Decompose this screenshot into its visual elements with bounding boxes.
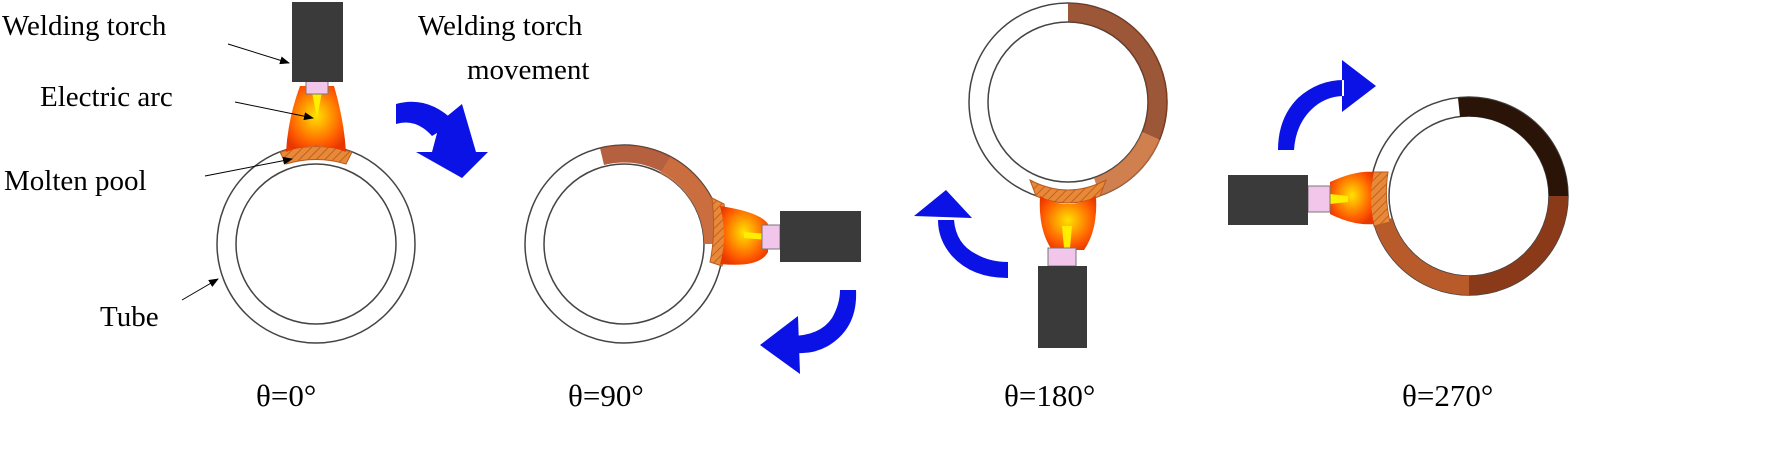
panel-90: θ=90° [524, 144, 861, 413]
label-electric-arc: Electric arc [40, 81, 173, 113]
curved-arrow-icon [914, 190, 1008, 278]
label-molten-pool: Molten pool [4, 165, 147, 197]
angle-label-180: θ=180° [1004, 378, 1095, 413]
electric-arc-icon [286, 86, 346, 152]
molten-pool [1029, 178, 1107, 204]
leader-molten-pool [204, 156, 293, 177]
tube-ring-icon [216, 144, 416, 344]
heated-band-light [1374, 218, 1469, 296]
nozzle [761, 224, 781, 250]
electric-arc-icon [1330, 171, 1374, 225]
angle-label-0: θ=0° [256, 378, 316, 413]
label-welding-torch: Welding torch [2, 10, 167, 42]
heated-band [1458, 97, 1568, 196]
leader-welding-torch [227, 43, 290, 65]
label-tube: Tube [100, 301, 159, 333]
heated-band-light [1094, 132, 1160, 196]
welding-torch-icon [292, 2, 343, 82]
heated-band-light [660, 157, 723, 244]
heated-band [1068, 2, 1168, 141]
curved-arrow-icon [1278, 60, 1376, 150]
arc-core [1330, 194, 1348, 204]
welding-torch-icon [1038, 266, 1087, 348]
leader-tube [181, 278, 219, 301]
angle-label-90: θ=90° [568, 378, 644, 413]
panel-270: θ=270° [1228, 60, 1569, 413]
panel-180: θ=180° [914, 2, 1168, 413]
arc-core [1062, 226, 1072, 248]
nozzle [1307, 185, 1331, 213]
label-torch-movement-1: Welding torch [418, 10, 583, 42]
panel-0: Welding torch Welding torch movement Ele… [2, 2, 589, 413]
curved-arrow-icon [760, 290, 857, 374]
arc-core [312, 92, 322, 118]
electric-arc-icon [1039, 196, 1097, 250]
nozzle [1047, 247, 1077, 267]
molten-pool [279, 146, 353, 165]
heated-band-mid [1469, 196, 1568, 295]
label-torch-movement-2: movement [467, 54, 589, 86]
nozzle [305, 79, 329, 95]
leader-electric-arc [234, 101, 314, 121]
curved-arrow-icon [396, 101, 488, 178]
welding-torch-icon [780, 211, 861, 262]
angle-label-270: θ=270° [1402, 378, 1493, 413]
welding-torch-icon [1228, 175, 1308, 225]
